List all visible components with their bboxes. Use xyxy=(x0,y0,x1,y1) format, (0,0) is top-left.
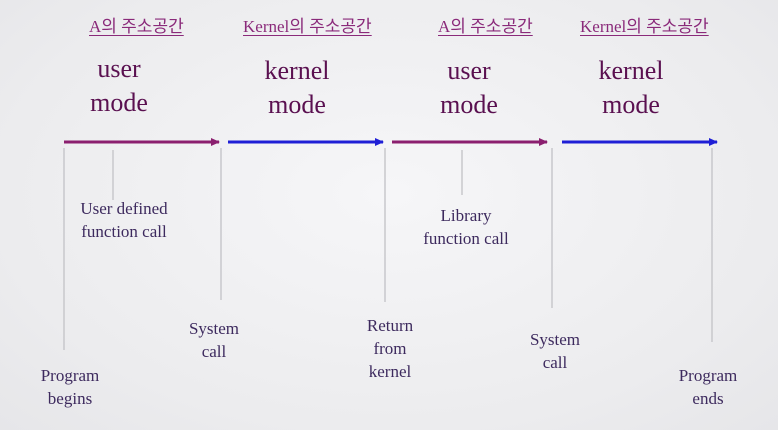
address-space-label-a-1: A의 주소공간 xyxy=(89,17,184,36)
kernel-mode-label-1: kernel mode xyxy=(250,54,344,122)
program-begins-label: Program begins xyxy=(40,366,100,408)
mode-line-1: kernel xyxy=(598,56,664,85)
kernel-mode-label-2: kernel mode xyxy=(584,54,678,122)
mode-line-2: mode xyxy=(440,90,498,119)
mode-line-1: user xyxy=(447,56,491,85)
return-from-kernel-label: Return from kernel xyxy=(366,316,414,381)
program-ends-label: Program ends xyxy=(678,366,738,408)
user-mode-label-1: user mode xyxy=(80,52,158,120)
system-call-2-label: System call xyxy=(529,330,581,372)
mode-line-2: mode xyxy=(602,90,660,119)
library-call-label: Library function call xyxy=(423,206,509,248)
user-mode-label-2: user mode xyxy=(430,54,508,122)
system-call-1-label: System call xyxy=(188,319,240,361)
mode-line-2: mode xyxy=(268,90,326,119)
mode-line-1: kernel xyxy=(264,56,330,85)
address-space-label-kernel-2: Kernel의 주소공간 xyxy=(580,17,709,36)
address-space-label-a-2: A의 주소공간 xyxy=(438,17,533,36)
user-defined-call-label: User defined function call xyxy=(80,199,168,241)
mode-line-2: mode xyxy=(90,88,148,117)
mode-line-1: user xyxy=(97,54,141,83)
address-space-label-kernel-1: Kernel의 주소공간 xyxy=(243,17,372,36)
